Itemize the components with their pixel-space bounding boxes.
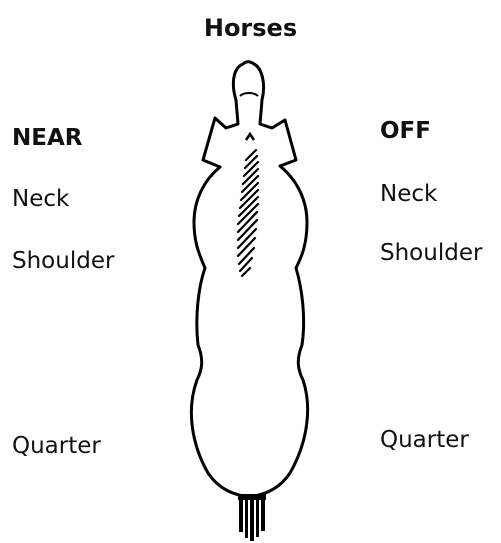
horse-tail (238, 494, 266, 541)
horse-body-outline (191, 62, 307, 496)
